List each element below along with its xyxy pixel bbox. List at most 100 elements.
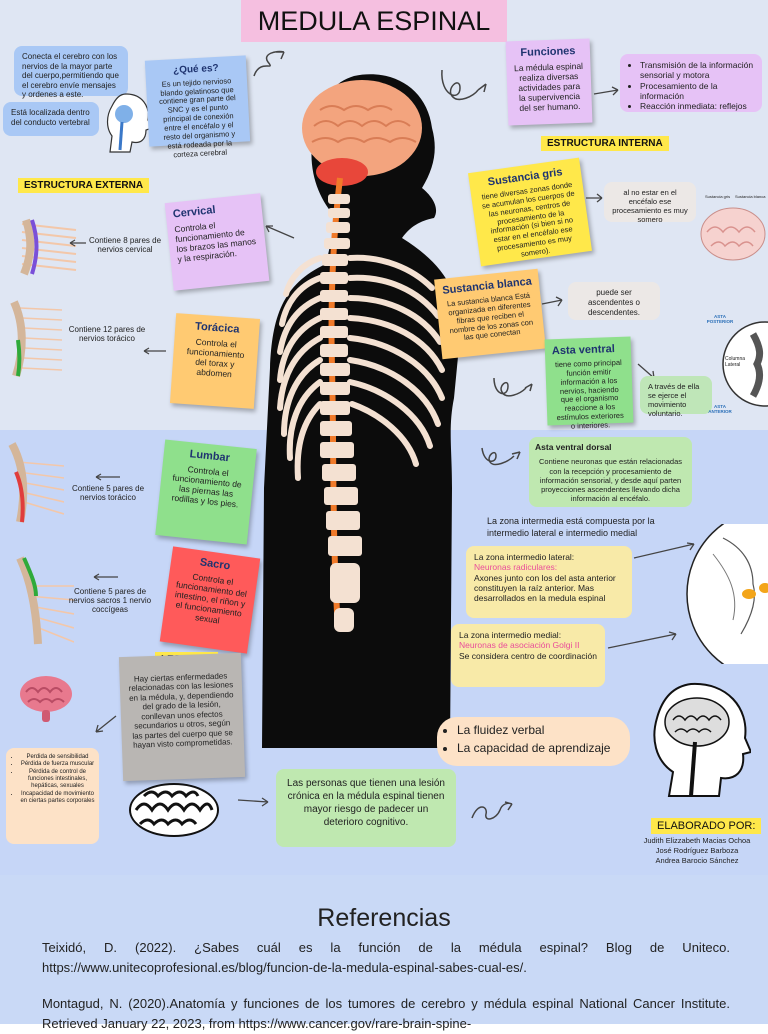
funciones-note: Funciones La médula espinal realiza dive… — [505, 38, 593, 126]
ability-item: La fluidez verbal — [457, 723, 620, 738]
funciones-item: Reacción inmediata: reflejos — [640, 101, 754, 111]
label-asta-posterior: ASTA POSTERIOR — [706, 314, 734, 324]
arrow-chronic — [237, 797, 269, 807]
connects-note: Conecta el cerebro con los nervios de la… — [14, 46, 128, 99]
lateral-title: La zona intermedio lateral: — [474, 552, 575, 562]
head-profile-icon — [106, 93, 152, 153]
label-asta-anterior: ASTA ANTERIOR — [708, 404, 732, 414]
location-note: Está localizada dentro del conducto vert… — [3, 102, 99, 136]
arrow-lesiones — [95, 715, 117, 733]
elaborado-tag: ELABORADO POR: — [651, 818, 762, 834]
intermedio-lateral-box: La zona intermedio lateral: Neuronas rad… — [466, 546, 632, 618]
funciones-list: Transmisión de la información sensorial … — [628, 60, 754, 112]
lesiones-effects-box: Perdida de sensibilidad Pérdida de fuerz… — [6, 748, 99, 844]
arrow-medial — [607, 631, 677, 649]
brain-section-image: Sustancia gris Sustancia blanca — [697, 192, 768, 262]
arrow-lumbar-side — [95, 473, 120, 481]
arrow-blanca — [541, 296, 563, 307]
lateral-body: Axones junto con los del asta anterior c… — [474, 572, 616, 604]
cervical-body: Controla el funcionamiento de los brazos… — [173, 220, 257, 265]
asta-dorsal-body: Contiene neuronas que están relacionadas… — [538, 457, 683, 503]
lesiones-effects-list: Perdida de sensibilidad Pérdida de fuerz… — [12, 754, 95, 805]
references-heading: Referencias — [317, 904, 451, 932]
squiggle-arrow-funciones — [441, 69, 487, 101]
toracica-side-text: Contiene 12 pares de nervios torácico — [68, 325, 146, 343]
chronic-note: Las personas que tienen una lesión cróni… — [276, 769, 456, 847]
sustancia-blanca-body: La sustancia blanca Está organizada en d… — [446, 290, 534, 343]
lateral-highlight: Neuronas radiculares: — [474, 562, 558, 573]
estructura-interna-tag: ESTRUCTURA INTERNA — [541, 136, 669, 151]
lesion-effect-item: Perdida de sensibilidad — [20, 754, 95, 761]
ventral-side-note: A través de ella se ejerce el movimiento… — [640, 376, 712, 418]
squiggle-arrow-dorsal — [481, 447, 521, 466]
intermedio-medial-box: La zona intermedio medial: Neuronas de a… — [451, 624, 605, 687]
squiggle-arrow-ventral — [493, 377, 533, 397]
silhouette-body — [262, 74, 461, 748]
abilities-list: La fluidez verbal La capacidad de aprend… — [443, 723, 620, 755]
abilities-box: La fluidez verbal La capacidad de aprend… — [437, 717, 630, 766]
funciones-item: Procesamiento de la información — [640, 81, 754, 102]
cervical-spine-illustration — [20, 218, 77, 276]
ability-item: La capacidad de aprendizaje — [457, 741, 620, 756]
blanca-side-note: puede ser ascendentes o descendentes. — [568, 282, 660, 320]
cerebellum-illustration — [316, 158, 368, 186]
lumbar-side-text: Contiene 5 pares de nervios torácico — [71, 484, 145, 502]
spinal-cross-section: ASTA POSTERIOR Columna Lateral ASTA ANTE… — [707, 310, 768, 418]
lumbar-spine-illustration — [8, 442, 64, 523]
arrow-toracica-side — [143, 347, 166, 355]
medial-title: La zona intermedio medial: — [459, 630, 562, 640]
toracica-note: Torácica Controla el funcionamiento del … — [169, 313, 261, 409]
que-es-body: Es un tejido nervioso blando gelatinoso … — [158, 76, 236, 159]
pink-brain-icon — [20, 676, 72, 722]
asta-ventral-body: tiene como principal función emitir info… — [554, 357, 624, 431]
ribs — [277, 254, 445, 481]
estructura-externa-tag: ESTRUCTURA EXTERNA — [18, 178, 150, 193]
lumbar-body: Controla el funcionamiento de las pierna… — [171, 463, 243, 510]
lumbar-note: Lumbar Controla el funcionamiento de las… — [155, 439, 257, 545]
lesion-effect-item: Pérdida de fuerza muscular — [20, 761, 95, 768]
sacral-spine-illustration — [16, 556, 74, 645]
funciones-item: Transmisión de la información sensorial … — [640, 60, 754, 81]
sacro-side-text: Contiene 5 pares de nervios sacros 1 ner… — [68, 587, 152, 614]
arrow-cervical — [265, 225, 295, 239]
intermediate-zone-diagram — [686, 524, 768, 664]
arrow-gris — [586, 193, 603, 203]
toracica-heading: Torácica — [194, 320, 240, 336]
authors-list: Judith Elizzabeth Macias Ochoa José Rodr… — [626, 836, 768, 866]
squiggle-arrow-top — [253, 50, 285, 77]
brain-illustration — [302, 80, 422, 176]
arrow-funciones — [593, 86, 619, 96]
gris-side-note: al no estar en el encéfalo ese procesami… — [604, 182, 696, 224]
vertebrae — [320, 194, 362, 632]
arrow-sacro-side — [93, 573, 118, 581]
funciones-body: La médula espinal realiza diversas activ… — [513, 60, 584, 114]
sustancia-gris-note: Sustancia gris tiene diversas zonas dond… — [468, 157, 592, 267]
reference-item: Teixidó, D. (2022). ¿Sabes cuál es la fu… — [42, 940, 730, 976]
dark-brain-icon — [129, 783, 219, 837]
reference-item: Montagud, N. (2020).Anatomía y funciones… — [42, 996, 730, 1032]
que-es-note: ¿Qué es? Es un tejido nervioso blando ge… — [144, 55, 251, 159]
lesion-effect-item: Pérdida de control de funciones intestin… — [20, 769, 95, 791]
lesiones-note: Hay ciertas enfermedades relacionadas co… — [118, 652, 246, 782]
sustancia-gris-body: tiene diversas zonas donde se acumulan l… — [481, 179, 576, 259]
asta-ventral-note: Asta ventral tiene como principal funció… — [544, 336, 634, 431]
sacro-body: Controla el funcionamiento del intestino… — [174, 571, 248, 626]
page-title: MEDULA ESPINAL — [241, 0, 507, 42]
background-bottom — [0, 875, 768, 1024]
arrow-to-diagram — [633, 542, 695, 559]
toracica-body: Controla el funcionamiento del torax y a… — [186, 336, 245, 380]
sacro-note: Sacro Controla el funcionamiento del int… — [159, 546, 261, 654]
medial-body: Se considera centro de coordinación — [459, 650, 597, 661]
funciones-heading: Funciones — [520, 45, 576, 59]
human-silhouette-figure — [262, 74, 461, 748]
arrow-cervical-side — [69, 239, 86, 247]
label-columna-lateral: Columna Lateral — [725, 356, 746, 368]
author-name: Judith Elizzabeth Macias Ochoa — [643, 836, 751, 845]
brain-label-gris: Sustancia gris — [705, 194, 731, 199]
lesion-effect-item: Incapacidad de movimiento en ciertas par… — [20, 791, 95, 806]
squiggle-arrow-chronic — [471, 801, 513, 820]
brain-label-blanca: Sustancia blanca — [735, 194, 766, 199]
funciones-list-box: Transmisión de la información sensorial … — [620, 54, 762, 112]
cervical-side-text: Contiene 8 pares de nervios cervical — [88, 236, 162, 254]
intermedia-intro-text: La zona intermedia está compuesta por la… — [487, 516, 655, 538]
